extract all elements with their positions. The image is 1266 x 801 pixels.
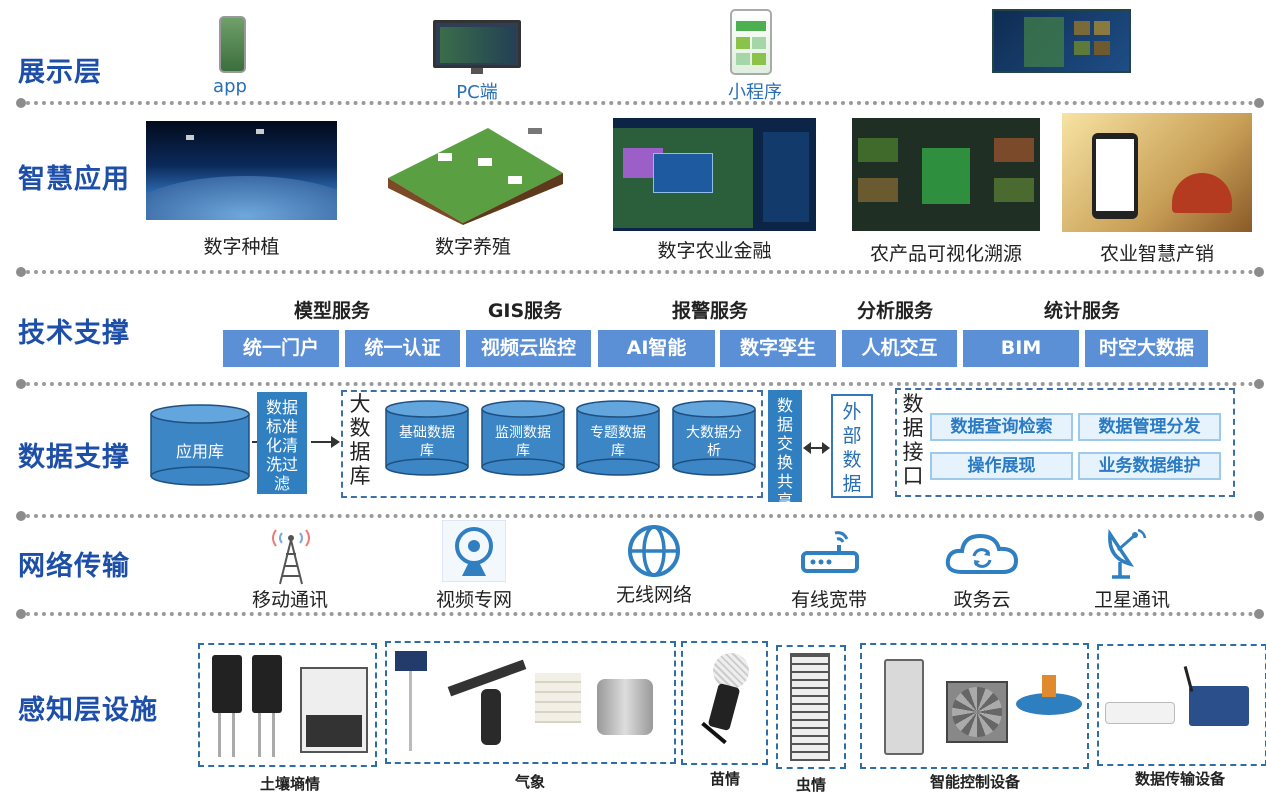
cloud-sync-icon [944, 530, 1020, 580]
db-label: 基础数据库 [399, 425, 455, 459]
layer-title-data: 数据支撑 [18, 442, 130, 473]
separator-line [16, 267, 1264, 277]
digital-agri-finance-image [613, 118, 816, 231]
pest-device-box [776, 645, 846, 769]
tech-box: 统一认证 [345, 330, 460, 367]
digital-planting-image [146, 121, 337, 220]
mini-program-phone-icon [730, 9, 772, 75]
service-label: 分析服务 [856, 300, 933, 322]
service-label: 模型服务 [293, 300, 370, 322]
arrow-line [252, 441, 260, 443]
digital-breeding-image [378, 118, 568, 225]
perception-label: 气象 [514, 773, 545, 791]
perception-label: 数据传输设备 [1134, 770, 1225, 788]
data-standardize-box: 数据标准化清洗过滤 [257, 392, 307, 494]
data-standardize-label: 数据标准化清洗过滤 [265, 398, 298, 493]
display-pc-label: PC端 [456, 82, 498, 103]
display-mini-label: 小程序 [728, 82, 782, 103]
tech-box: 统一门户 [223, 330, 339, 367]
db-label: 专题数据库 [590, 425, 646, 459]
data-transmission-device-box [1097, 644, 1266, 766]
separator-line [16, 511, 1264, 521]
seedling-device-box [681, 641, 768, 765]
external-data-label: 外部数据 [842, 401, 862, 495]
database-cylinder: 基础数据库 [385, 400, 469, 476]
app-db-label: 应用库 [175, 442, 224, 461]
weather-device-box [385, 641, 676, 764]
app-db-cylinder: 应用库 [150, 404, 250, 486]
data-interface-box [895, 388, 1235, 497]
pc-monitor-icon [433, 20, 521, 68]
database-cylinder: 专题数据库 [576, 400, 660, 476]
cell-tower-icon [268, 524, 314, 590]
separator-line [16, 609, 1264, 619]
tech-box: 人机交互 [842, 330, 957, 367]
service-label: GIS服务 [487, 300, 563, 322]
network-label: 有线宽带 [790, 589, 867, 611]
network-label: 视频专网 [435, 589, 512, 611]
smart-app-label: 农业智慧产销 [1099, 243, 1214, 265]
smart-control-device-box [860, 643, 1089, 769]
db-label: 监测数据库 [495, 425, 551, 459]
big-db-label: 大数据库 [349, 392, 371, 488]
layer-title-display: 展示层 [18, 57, 102, 88]
big-database-box [341, 390, 763, 498]
arrow-line [311, 441, 333, 443]
layer-title-network: 网络传输 [18, 551, 130, 582]
smart-app-label: 农产品可视化溯源 [869, 243, 1022, 265]
separator-line [16, 379, 1264, 389]
separator-line [16, 98, 1264, 108]
arrow-head-icon [331, 436, 340, 448]
interface-item: 操作展现 [930, 452, 1073, 480]
big-screen-dashboard-icon [992, 9, 1131, 73]
satellite-dish-icon [1104, 524, 1154, 584]
smart-app-label: 数字养殖 [434, 236, 511, 258]
external-data-box: 外部数据 [831, 394, 873, 498]
agri-smart-sales-image [1062, 113, 1252, 232]
layer-title-perception: 感知层设施 [18, 695, 158, 726]
tech-box: AI智能 [598, 330, 715, 367]
tech-box: 时空大数据 [1085, 330, 1208, 367]
network-label: 卫星通讯 [1093, 589, 1170, 611]
soil-device-box [198, 643, 377, 767]
globe-icon [627, 524, 681, 582]
arrow-right-icon [822, 442, 830, 454]
network-label: 无线网络 [615, 584, 692, 606]
phone-device-icon [219, 16, 246, 73]
pc-monitor-stand [471, 68, 483, 74]
network-label: 政务云 [953, 589, 1011, 611]
network-label: 移动通讯 [251, 589, 328, 611]
tech-box: BIM [963, 330, 1079, 367]
bidirectional-arrow [807, 447, 825, 449]
interface-item: 数据管理分发 [1078, 413, 1221, 441]
data-exchange-box: 数据交换共享 [768, 390, 802, 510]
db-label: 大数据分析 [686, 425, 742, 459]
tech-box: 数字孪生 [720, 330, 836, 367]
layer-title-smart-app: 智慧应用 [18, 164, 130, 195]
tech-box: 视频云监控 [466, 330, 591, 367]
agri-traceability-image [852, 118, 1040, 231]
perception-label: 智能控制设备 [929, 773, 1020, 791]
database-cylinder: 监测数据库 [481, 400, 565, 476]
smart-app-label: 数字农业金融 [657, 240, 772, 262]
layer-title-tech: 技术支撑 [18, 318, 130, 349]
smart-app-label: 数字种植 [203, 236, 280, 258]
webcam-icon [441, 519, 507, 586]
perception-label: 土壤墒情 [259, 775, 320, 793]
router-icon [801, 529, 859, 579]
interface-item: 数据查询检索 [930, 413, 1073, 441]
service-label: 报警服务 [671, 300, 748, 322]
data-exchange-label: 数据交换共享 [776, 396, 793, 510]
service-label: 统计服务 [1043, 300, 1120, 322]
data-interface-label: 数据接口 [902, 392, 924, 488]
arrow-left-icon [803, 442, 811, 454]
display-app-label: app [213, 76, 247, 97]
perception-label: 虫情 [795, 776, 826, 794]
database-cylinder: 大数据分析 [672, 400, 756, 476]
interface-item: 业务数据维护 [1078, 452, 1221, 480]
perception-label: 苗情 [709, 770, 740, 788]
